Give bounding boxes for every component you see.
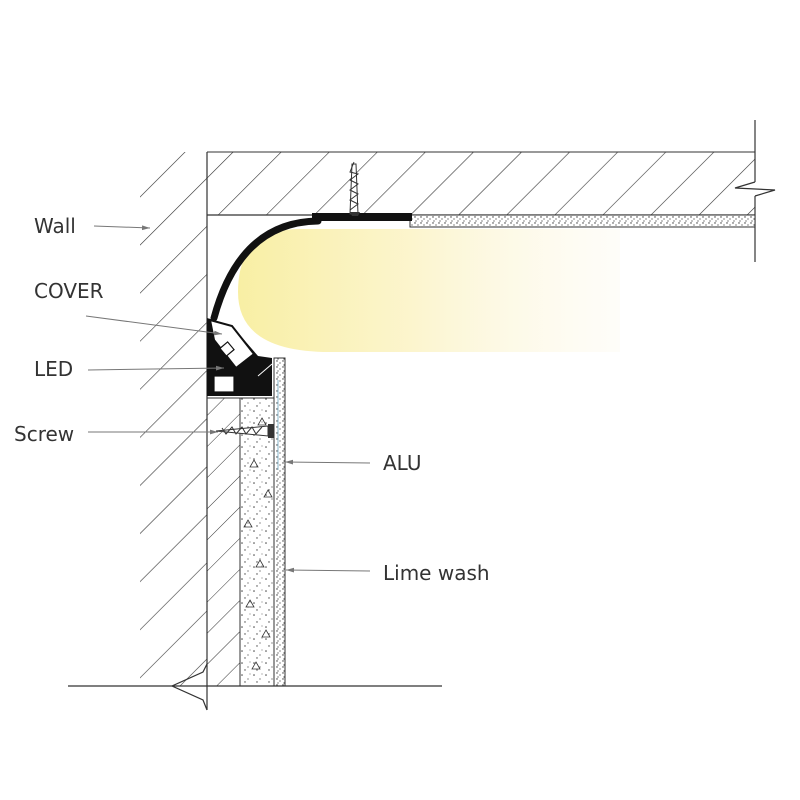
lime-wash-leader xyxy=(285,567,371,573)
wall-section xyxy=(140,152,208,686)
label-alu: ALU xyxy=(383,451,421,475)
wall-leader xyxy=(93,225,151,231)
label-cover: COVER xyxy=(34,279,104,303)
led-leader xyxy=(87,365,225,371)
leader-lines xyxy=(85,225,371,573)
cover-leader xyxy=(85,315,223,336)
wall-screw xyxy=(215,424,274,438)
label-wall: Wall xyxy=(34,214,76,238)
label-screw: Screw xyxy=(14,422,74,446)
floor-line xyxy=(68,663,442,711)
label-lime-wash: Lime wash xyxy=(383,561,490,585)
ceiling-slab xyxy=(207,120,776,262)
alu-leader xyxy=(284,459,371,465)
wall-inner-layer xyxy=(206,397,241,687)
light-glow xyxy=(238,229,620,352)
led-chip xyxy=(219,341,235,357)
lime-wash-layer xyxy=(273,357,286,687)
label-led: LED xyxy=(34,357,73,381)
ceiling-plaster xyxy=(409,214,756,228)
ceiling-screw xyxy=(349,161,360,216)
wall-plaster-board xyxy=(239,397,275,687)
